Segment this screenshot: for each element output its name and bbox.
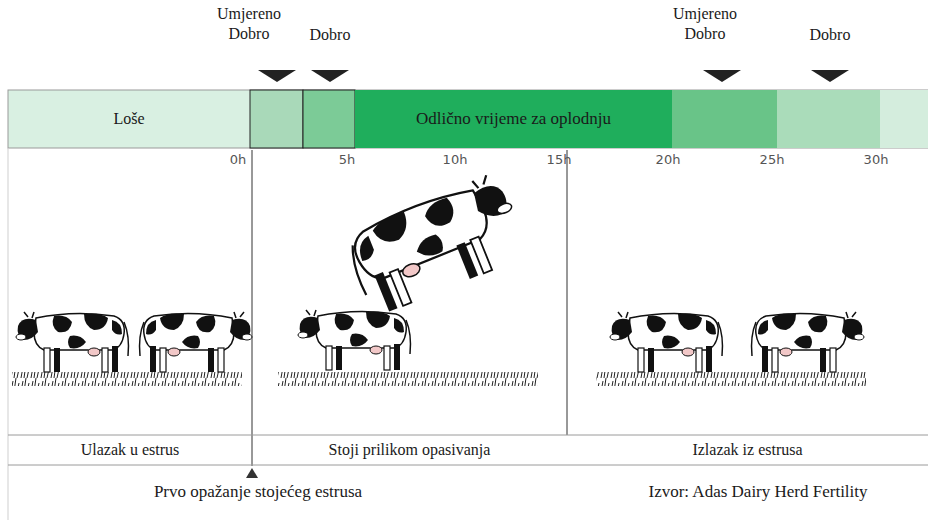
phase-cell: Izlazak iz estrusa <box>567 435 928 465</box>
tick-label: 0h <box>216 152 260 168</box>
node-text: Odlično vrijeme za oplodnju <box>416 109 611 129</box>
rating-label: Umjereno Dobro <box>665 4 745 44</box>
note-label: Prvo opažanje stojećeg estrusa <box>78 481 438 502</box>
tick-label: 20h <box>643 152 693 168</box>
node-text: Ulazak u estrus <box>81 441 180 459</box>
tick-label: 15h <box>534 152 584 168</box>
poor-band: Loše <box>8 90 250 148</box>
source-label: Izvor: Adas Dairy Herd Fertility <box>593 481 923 502</box>
tick-label: 25h <box>747 152 797 168</box>
rating-label: Dobro <box>300 25 360 45</box>
tick-label: 10h <box>430 152 480 168</box>
optimal-band: Odlično vrijeme za oplodnju <box>355 90 672 148</box>
rating-label: Umjereno Dobro <box>209 4 289 44</box>
phase-cell: Ulazak u estrus <box>8 435 252 465</box>
phase-cell: Stoji prilikom opasivanja <box>252 435 567 465</box>
node-text: Izlazak iz estrusa <box>692 441 802 459</box>
node-text: Loše <box>113 110 144 128</box>
node-text: Stoji prilikom opasivanja <box>329 441 491 459</box>
tick-label: 5h <box>325 152 369 168</box>
rating-label: Dobro <box>800 25 860 45</box>
tick-label: 30h <box>851 152 901 168</box>
